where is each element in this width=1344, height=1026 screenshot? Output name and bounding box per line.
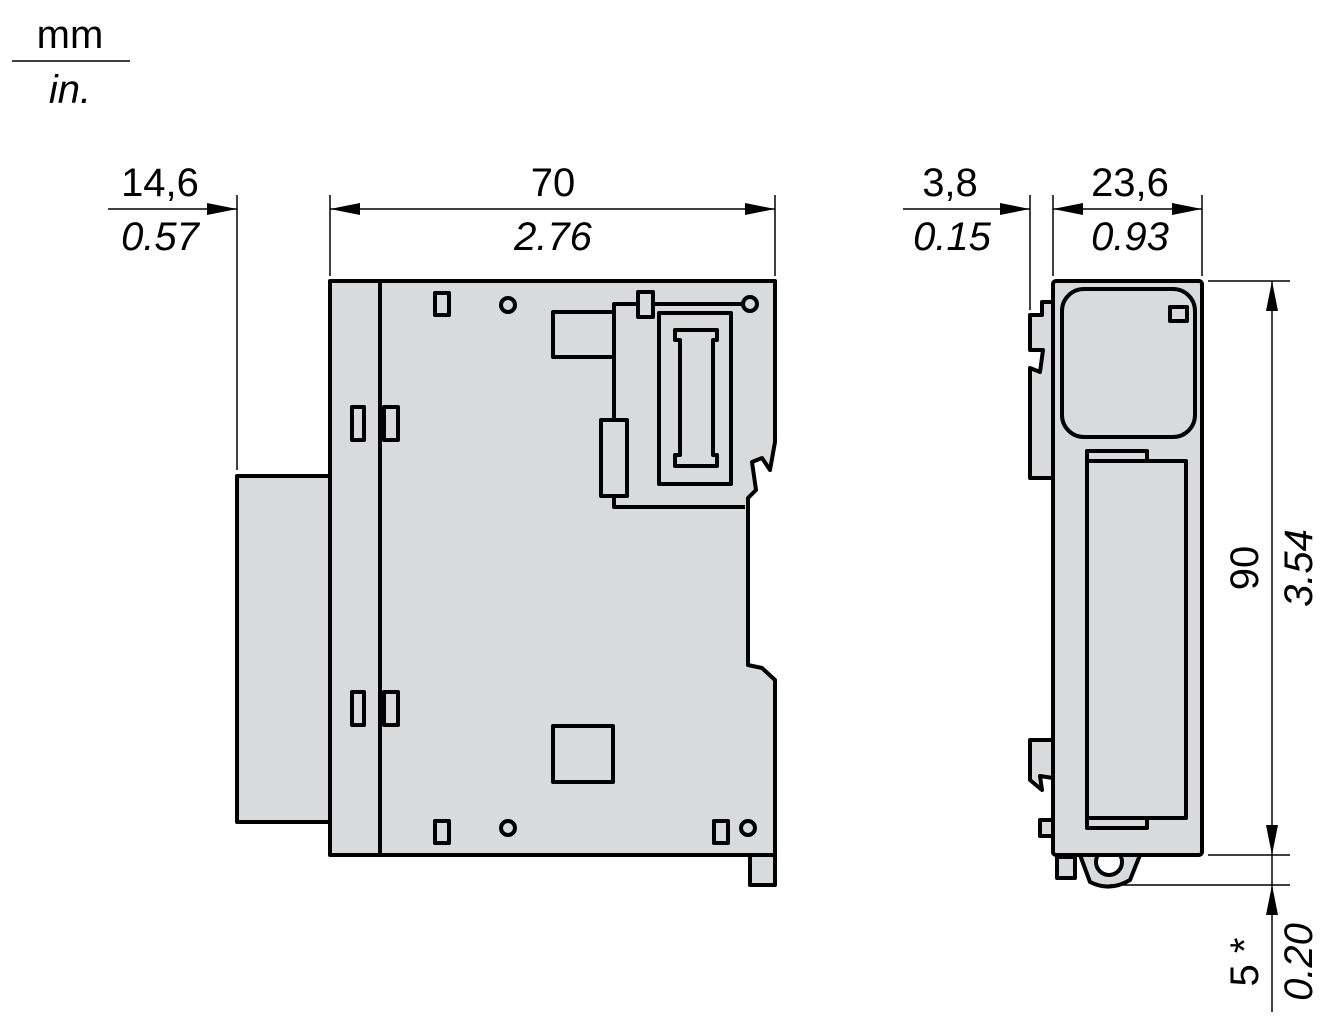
front-view [235, 279, 777, 887]
front-dimensions: 14,6 0.57 70 2.76 [108, 161, 776, 470]
front-connector-extension [235, 474, 332, 824]
dim-left-offset-in: 0.57 [121, 215, 201, 259]
screw-hole [499, 819, 517, 837]
arrow [1053, 203, 1083, 215]
dim-width-mm: 23,6 [1091, 161, 1169, 205]
cover-window [1060, 287, 1197, 439]
slot-frame [657, 311, 733, 486]
arrow [745, 203, 775, 215]
arrow [330, 203, 360, 215]
bottom-clip [1028, 738, 1055, 792]
card-slot [673, 328, 719, 468]
front-door [1085, 459, 1188, 820]
unit-mm: mm [37, 13, 104, 57]
side-dimensions: 3,8 0.15 23,6 0.93 90 3.54 5 * 0.20 [903, 161, 1321, 1012]
arrow [1266, 825, 1278, 855]
dim-depth-mm: 70 [531, 161, 576, 205]
component [599, 418, 629, 498]
arrow [1266, 281, 1278, 311]
dim-clearance-in: 0.20 [1277, 923, 1321, 1001]
screw-hole [499, 296, 517, 314]
dim-clearance-mm: 5 * [1223, 938, 1267, 987]
indicator [1168, 305, 1189, 323]
dim-height-mm: 90 [1223, 546, 1267, 591]
slot [712, 819, 730, 845]
screw-hole [739, 819, 757, 837]
connector-block [551, 310, 616, 359]
slot [433, 291, 451, 317]
dim-clip-offset-in: 0.15 [913, 215, 992, 259]
dim-clip-offset-mm: 3,8 [922, 161, 978, 205]
dim-left-offset-mm: 14,6 [121, 161, 199, 205]
din-tab [748, 853, 777, 887]
led [636, 290, 655, 319]
slot [350, 690, 366, 727]
slot [350, 405, 366, 442]
foot [1055, 855, 1077, 880]
slot [382, 405, 400, 442]
arrow [207, 203, 237, 215]
board-outline [612, 302, 745, 509]
dim-depth-in: 2.76 [513, 215, 593, 259]
dim-height-in: 3.54 [1277, 529, 1321, 607]
dim-width-in: 0.93 [1091, 215, 1169, 259]
arrow [1266, 885, 1278, 915]
side-view [1028, 279, 1204, 889]
label-window [551, 724, 615, 784]
slot [433, 819, 451, 845]
arrow [1000, 203, 1030, 215]
units-legend: mm in. [12, 13, 130, 112]
front-body [328, 279, 777, 857]
arrow [1172, 203, 1202, 215]
slot [382, 690, 400, 727]
top-clip [1028, 300, 1055, 480]
unit-in: in. [49, 68, 91, 112]
